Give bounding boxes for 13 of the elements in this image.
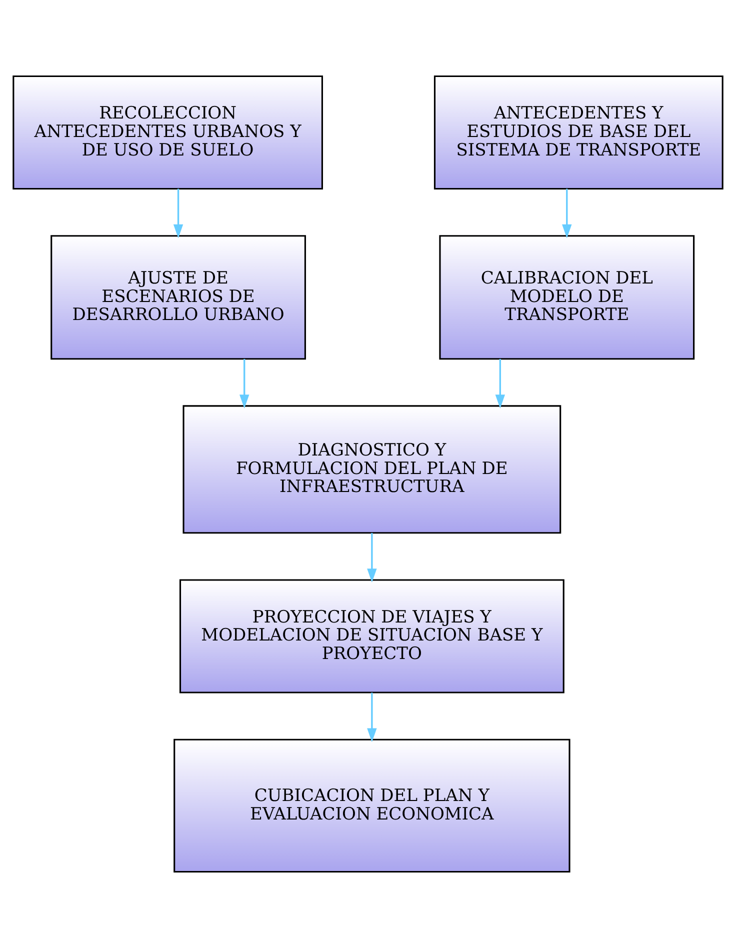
node-box: AJUSTE DE ESCENARIOS DE DESARROLLO URBANO	[50, 235, 306, 360]
arrow	[367, 532, 377, 583]
arrow	[495, 359, 506, 408]
node-box: CUBICACION DEL PLAN Y EVALUACION ECONOMICA	[174, 738, 570, 873]
arrow	[562, 188, 572, 238]
node-box: RECOLECCION ANTECEDENTES URBANOS Y DE USO DE SUELO	[12, 75, 323, 190]
node-box: PROYECCION DE VIAJES Y MODELACION DE SITUACION BASE Y PROYECTO	[179, 579, 564, 694]
arrow	[367, 692, 377, 742]
node-box: DIAGNOSTICO Y FORMULACION DEL PLAN DE INFRAESTRUCTURA	[182, 405, 562, 534]
arrow	[240, 359, 250, 408]
arrow	[173, 188, 184, 238]
node-box: CALIBRACION DEL MODELO DE TRANSPORTE	[439, 235, 695, 360]
node-box: ANTECEDENTES Y ESTUDIOS DE BASE DEL SISTEMA DE TRANSPORTE	[434, 75, 724, 190]
